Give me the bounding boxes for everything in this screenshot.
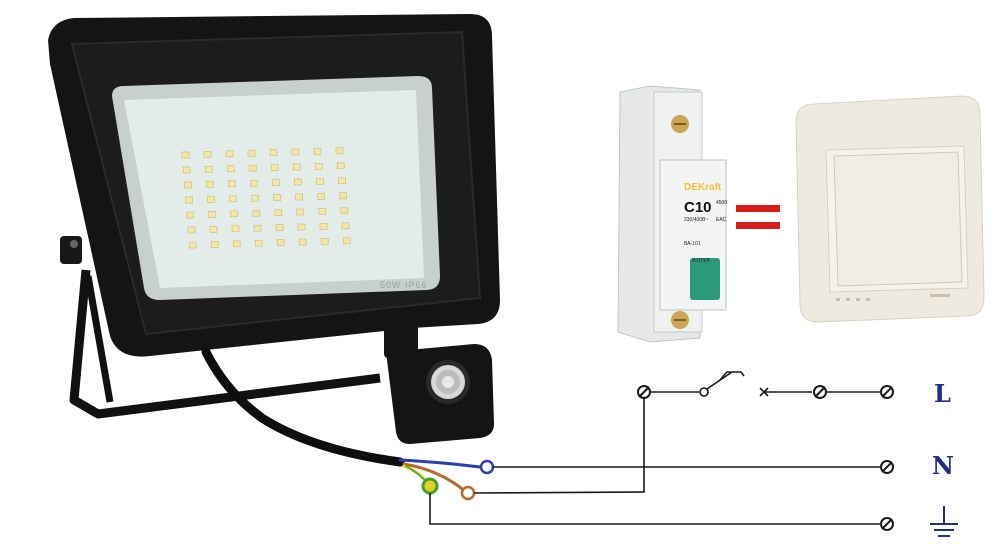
led-chip: [342, 237, 351, 245]
power-cable: [201, 347, 405, 467]
led-chip: [269, 149, 278, 156]
line-label: L: [934, 379, 951, 408]
terminal-node-slash: [638, 386, 650, 398]
led-chip: [206, 181, 214, 188]
led-chip: [335, 147, 344, 155]
led-chip: [208, 211, 217, 218]
terminal-node-slash: [881, 386, 893, 398]
cable-gland: [384, 318, 418, 358]
circuit-breaker: DEKraft C10 4500 230/400В~ EAC ВА-101 0-…: [617, 85, 727, 343]
breaker-mark: EAC: [716, 217, 727, 223]
led-chip: [316, 178, 324, 185]
equals-sign: [736, 205, 780, 229]
floodlight: 50W IP66: [48, 14, 500, 467]
led-chip: [232, 240, 241, 248]
led-chip: [184, 181, 192, 189]
led-chip: [274, 209, 283, 216]
terminal-nodes: [637, 385, 894, 531]
led-chip: [297, 223, 306, 231]
led-chip: [292, 163, 301, 171]
switch-symbol: [699, 387, 769, 397]
led-chip: [185, 196, 193, 204]
led-chip: [313, 148, 322, 155]
led-chip: [203, 151, 212, 158]
breaker-state: 0-ОТКЛ: [692, 258, 710, 264]
led-chip: [270, 164, 279, 171]
led-chip: [320, 238, 329, 245]
led-chip: [317, 193, 325, 200]
led-chip: [319, 223, 328, 230]
led-chip: [296, 208, 305, 216]
led-chip: [339, 192, 347, 200]
led-chip: [275, 224, 284, 231]
led-chip: [204, 166, 213, 173]
breaker-amp-tag: 4500: [716, 200, 727, 206]
led-chip: [226, 165, 235, 173]
led-chip: [228, 180, 236, 188]
led-chip: [187, 226, 196, 234]
ground-wire-terminal: [421, 477, 439, 495]
led-array: [181, 147, 351, 249]
led-chip: [291, 148, 300, 156]
led-chip: [341, 222, 350, 230]
led-chip: [250, 179, 258, 187]
switch-rocker: [833, 151, 963, 287]
led-chip: [295, 193, 303, 201]
led-chip: [338, 177, 346, 185]
led-chip: [209, 226, 218, 233]
terminal-node-slash: [881, 518, 893, 530]
earth-ground-icon: [930, 506, 958, 537]
breaker-rating: C10: [684, 199, 712, 216]
breaker-brand: DEKraft: [684, 182, 722, 193]
led-chip: [210, 241, 219, 248]
led-chip: [247, 149, 256, 157]
led-chip: [225, 150, 234, 158]
wall-switch: [795, 95, 985, 323]
led-chip: [251, 194, 259, 202]
pir-motion-sensor: [386, 344, 494, 444]
breaker-voltage: 230/400В~: [684, 217, 708, 223]
switch-contact: [706, 371, 733, 390]
led-panel: [124, 90, 424, 288]
led-chip: [318, 208, 327, 215]
led-chip: [182, 166, 191, 174]
led-chip: [252, 209, 261, 217]
led-chip: [230, 210, 239, 218]
led-chip: [186, 211, 195, 219]
brown-wire: [402, 462, 468, 494]
neutral-label: N: [932, 451, 954, 480]
led-chip: [276, 239, 285, 246]
led-chip: [229, 195, 237, 203]
breaker-model: ВА-101: [684, 241, 701, 247]
brown-wire-terminal: [460, 485, 476, 501]
led-chip: [272, 179, 280, 186]
led-chip: [314, 163, 323, 170]
led-chip: [294, 178, 302, 186]
blue-wire-terminal: [479, 459, 495, 475]
led-chip: [248, 164, 257, 172]
terminal-node-slash: [814, 386, 826, 398]
schematic: [429, 371, 880, 525]
led-chip: [298, 238, 307, 246]
spec-label: 50W IP66: [380, 280, 428, 290]
terminal-node-slash: [881, 461, 893, 473]
led-chip: [273, 194, 281, 201]
led-chip: [188, 241, 197, 249]
led-chip: [231, 225, 240, 233]
breaker-lever: [690, 258, 720, 300]
led-chip: [254, 239, 263, 247]
led-chip: [340, 207, 349, 215]
blue-wire: [398, 458, 482, 469]
led-chip: [336, 162, 345, 170]
led-chip: [207, 196, 215, 203]
led-chip: [253, 224, 262, 232]
led-chip: [181, 151, 190, 159]
